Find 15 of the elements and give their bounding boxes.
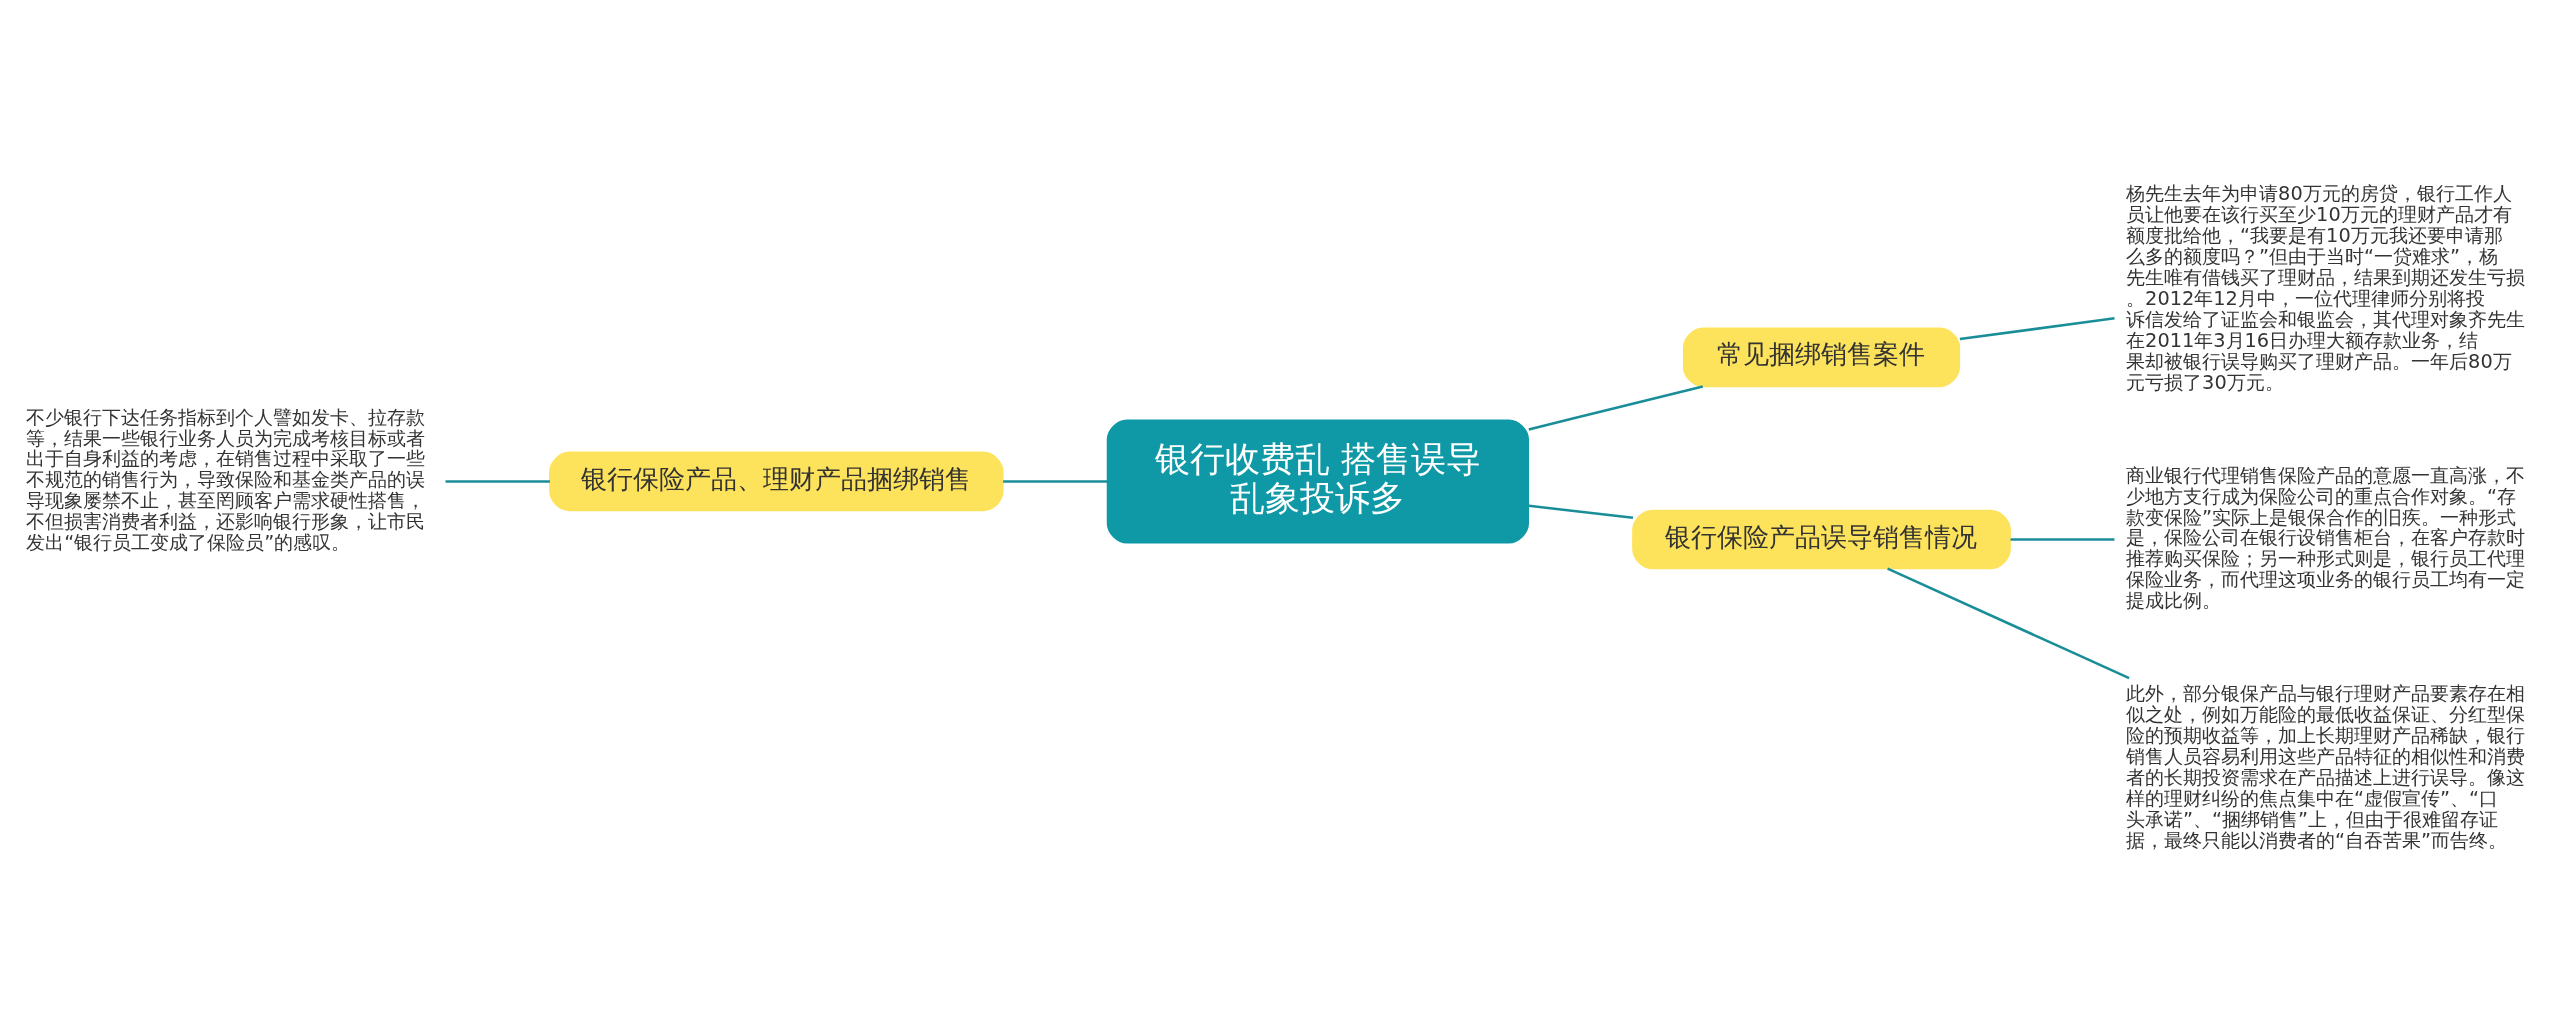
node-text: 不少银行下达任务指标到个人譬如发卡、拉存款等，结果一些银行业务人员为完成考核目标或者出于自身利益的考虑，在销售过程中采取了一些不规范的销售行为，导致保险和基金类产品的误导现象屡禁不止，甚至罔顾客户需求硬性搭售，不但损害消费者利益，还影响银行形象，让市民发出“银行员工变成了保险员”的感叹。 xyxy=(26,405,426,554)
connector xyxy=(1528,384,1704,431)
connector xyxy=(1887,567,2130,679)
node-box: 银行保险产品误导销售情况 xyxy=(1632,509,2011,569)
connector xyxy=(445,479,550,483)
node-text: 商业银行代理销售保险产品的意愿一直高涨，不少地方支行成为保险公司的重点合作对象。“存款变保险”实际上是银保合作的旧疾。一种形式是，保险公司在银行设销售柜台，在客户存款时推荐购买保险；另一种形式则是，银行员工代理保险业务，而代理这项业务的银行员工均有一定提成比例。 xyxy=(2126,463,2526,612)
node-box: 银行保险产品、理财产品捆绑销售 xyxy=(549,451,1004,511)
node-text: 此外，部分银保产品与银行理财产品要素存在相似之处，例如万能险的最低收益保证、分红型保险的预期收益等，加上长期理财产品稀缺，银行销售人员容易利用这些产品特征的相似性和消费者的长期投资需求在产品描述上进行误导。像这样的理财纠纷的焦点集中在“虚假宣传”、“口头承诺”、“捆绑销售”上，但由于很难留存证据，最终只能以消费者的“自吞苦果”而告终。 xyxy=(2126,681,2526,852)
connector xyxy=(2010,537,2115,541)
node-box: 银行收费乱 搭售误导乱象投诉多 xyxy=(1106,418,1529,543)
connector xyxy=(1003,479,1108,483)
node-text: 杨先生去年为申请80万元的房贷，银行工作人员让他要在该行买至少10万元的理财产品才有额度批给他，“我要是有10万元我还要申请那么多的额度吗？”但由于当时“一贷难求”，杨先生唯有借钱买了理财品，结果到期还发生亏损。2012年12月中，一位代理律师分别将投诉信发给了证监会和银监会，其代理对象齐先生在2011年3月16日办理大额存款业务，结果却被银行误导购买了理财产品。一年后80万元亏损了30万元。 xyxy=(2126,181,2526,394)
connector xyxy=(1528,503,1634,519)
connector xyxy=(1959,316,2115,340)
node-box: 常见捆绑销售案件 xyxy=(1682,327,1961,387)
